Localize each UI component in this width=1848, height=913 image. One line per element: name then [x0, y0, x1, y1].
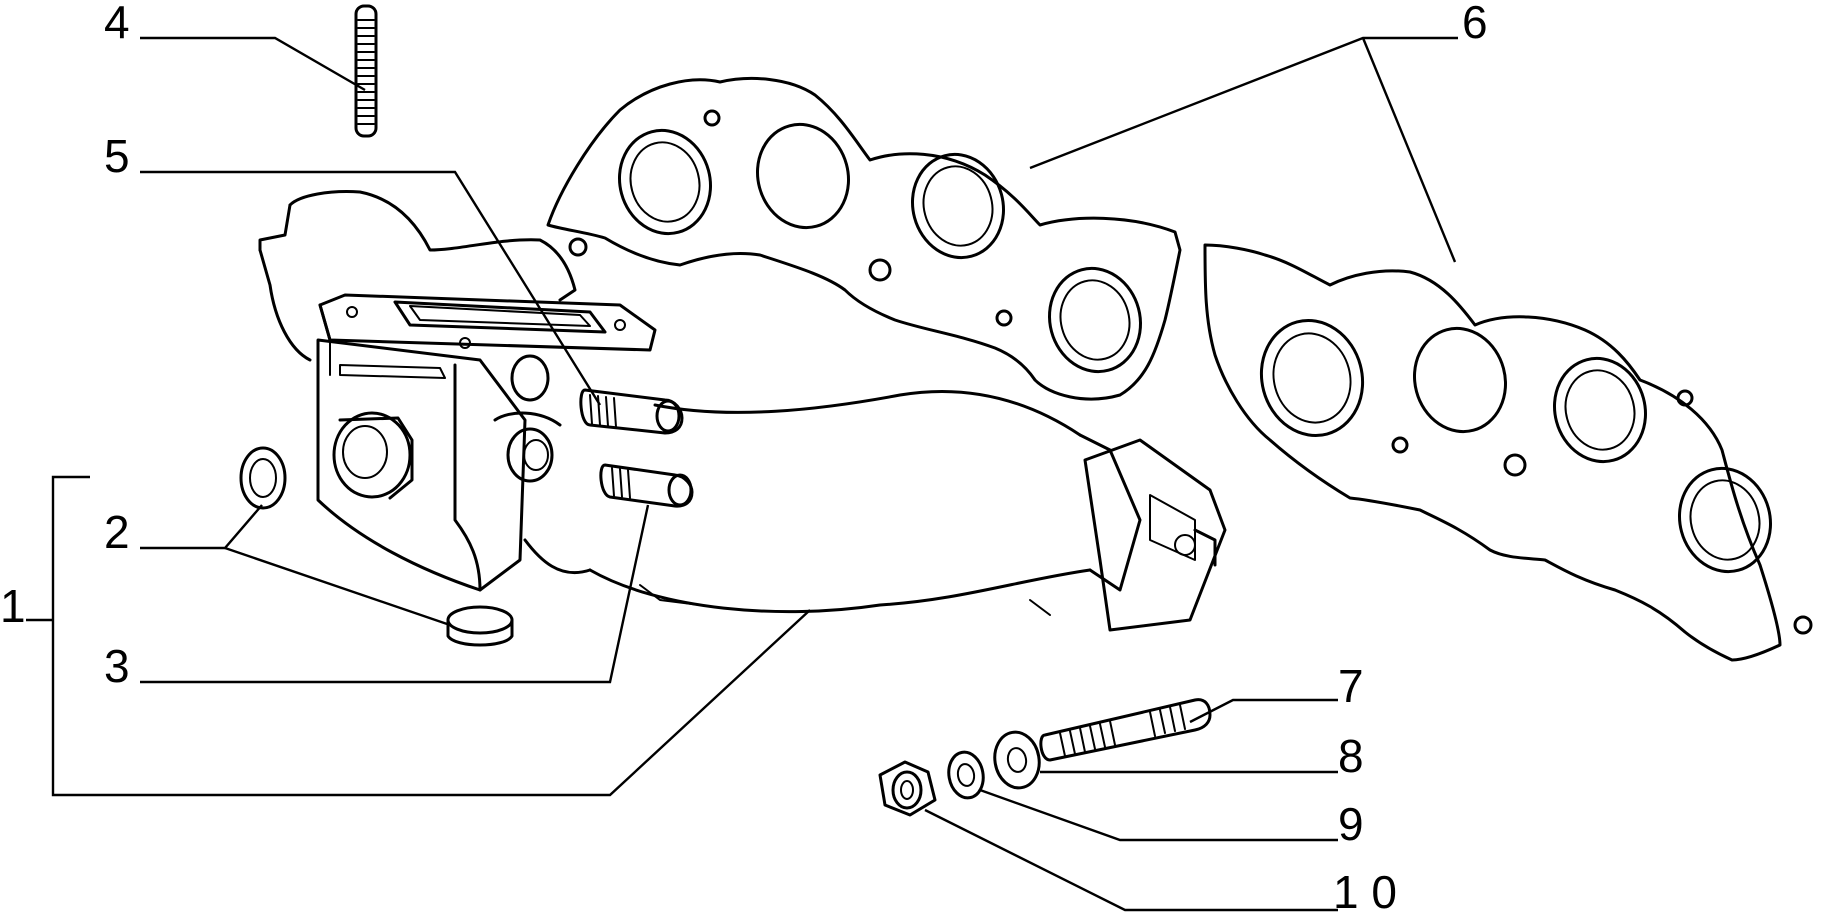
washer-8: [993, 730, 1041, 790]
callout-5: 5: [104, 130, 130, 182]
callout-2: 2: [104, 506, 130, 558]
washer-9: [947, 750, 985, 800]
callout-9: 9: [1338, 798, 1364, 850]
callout-8: 8: [1338, 730, 1364, 782]
manifold-gasket-left: [546, 77, 1182, 401]
callout-10: 1 0: [1333, 866, 1397, 913]
plug-2-ring: [239, 446, 287, 510]
stud-bolt-7: [1039, 698, 1212, 762]
exhaust-manifold: [258, 190, 1227, 632]
manifold-gasket-right: [1203, 243, 1813, 662]
stud-bolt-5: [579, 388, 684, 435]
callout-6: 6: [1462, 0, 1488, 48]
stud-bolt-3: [599, 463, 694, 508]
leader-lines: [26, 36, 1458, 912]
callout-3: 3: [104, 640, 130, 692]
callout-1: 1: [0, 580, 26, 632]
stud-bolt-4: [354, 4, 378, 138]
plug-2-disk: [446, 605, 514, 647]
callout-7: 7: [1338, 660, 1364, 712]
nut-10: [878, 760, 937, 817]
callout-4: 4: [104, 0, 130, 48]
